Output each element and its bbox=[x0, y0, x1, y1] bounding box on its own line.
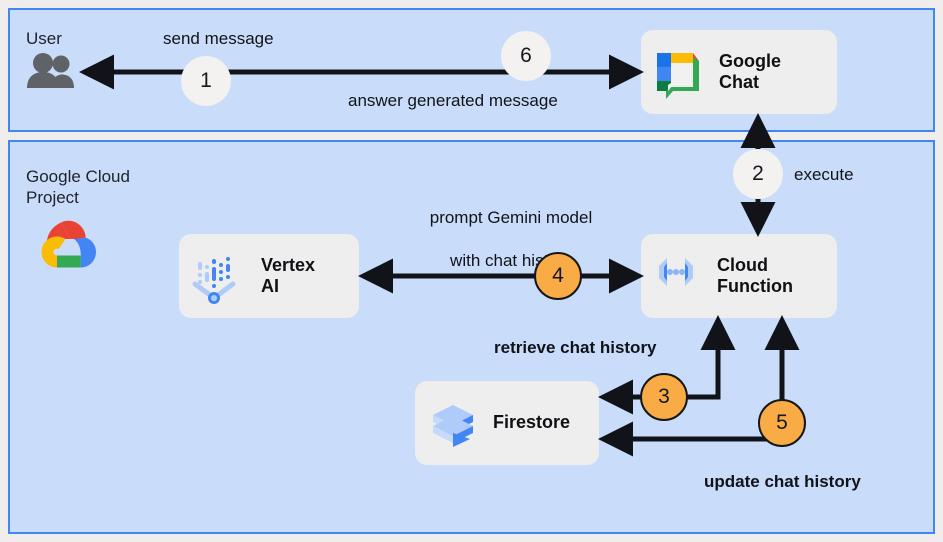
service-box-firestore[interactable]: Firestore bbox=[415, 381, 599, 465]
service-box-vertex-ai[interactable]: Vertex AI bbox=[179, 234, 359, 318]
flow-label-retrieve-chat-history: retrieve chat history bbox=[494, 338, 657, 357]
flow-label-prompt-gemini-line1: prompt Gemini model bbox=[429, 208, 593, 228]
service-label-vertex-ai: Vertex AI bbox=[261, 254, 316, 296]
flow-label-send-message: send message bbox=[163, 29, 274, 48]
service-label-firestore: Firestore bbox=[493, 412, 571, 433]
vertex-ai-icon bbox=[189, 248, 245, 304]
service-label-cloud-function: Cloud Function bbox=[717, 254, 793, 296]
flow-label-update-chat-history: update chat history bbox=[704, 472, 861, 491]
zone-label-google-cloud-project: Google Cloud Project bbox=[26, 167, 130, 208]
zone-label-user: User bbox=[26, 29, 62, 48]
step-badge-1: 1 bbox=[181, 56, 231, 106]
service-box-google-chat[interactable]: Google Chat bbox=[641, 30, 837, 114]
step-badge-4: 4 bbox=[534, 252, 582, 300]
step-badge-3: 3 bbox=[640, 373, 688, 421]
flow-label-execute: execute bbox=[794, 165, 854, 184]
google-cloud-logo-icon bbox=[33, 218, 103, 280]
flow-label-answer-generated-message: answer generated message bbox=[348, 91, 558, 110]
service-label-google-chat: Google Chat bbox=[719, 50, 781, 92]
step-badge-6: 6 bbox=[501, 31, 551, 81]
google-chat-icon bbox=[649, 43, 707, 101]
user-icon bbox=[24, 52, 76, 90]
cloud-function-icon bbox=[649, 248, 705, 304]
flow-label-prompt-gemini: prompt Gemini model with chat history bbox=[411, 186, 611, 271]
service-box-cloud-function[interactable]: Cloud Function bbox=[641, 234, 837, 318]
step-badge-2: 2 bbox=[733, 149, 783, 199]
firestore-icon bbox=[425, 395, 481, 451]
step-badge-5: 5 bbox=[758, 399, 806, 447]
